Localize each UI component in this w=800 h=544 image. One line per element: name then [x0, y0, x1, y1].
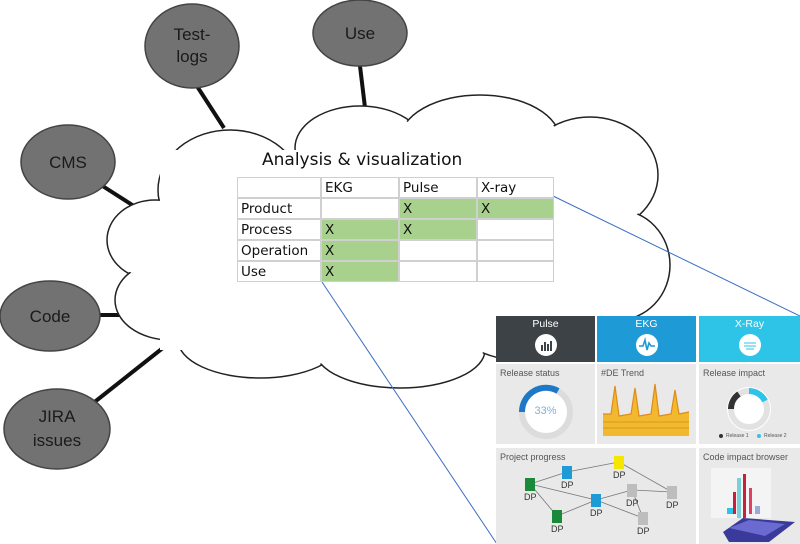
table-row-label: Product — [237, 198, 321, 219]
dp-label: DP — [666, 500, 679, 510]
panel-project-progress: Project progress DP DP DP DP DP DP DP DP — [496, 448, 696, 544]
table-cell: X — [321, 240, 399, 261]
node-test-logs: Test- logs — [144, 3, 240, 89]
release-impact-donut — [719, 387, 771, 438]
node-jira-line1: JIRA — [39, 407, 77, 426]
node-jira: JIRA issues — [3, 388, 111, 470]
node-cms: CMS — [20, 124, 116, 200]
tile-pulse: Pulse — [496, 316, 595, 362]
panel-release-status: Release status 33% — [496, 364, 595, 444]
table-row-label: Process — [237, 219, 321, 240]
table-header-xray: X-ray — [477, 177, 554, 198]
heartbeat-icon — [635, 334, 658, 356]
dp-label: DP — [637, 526, 650, 536]
table-header-ekg: EKG — [321, 177, 399, 198]
table-row-label: Operation — [237, 240, 321, 261]
panel-release-impact-title: Release impact — [703, 368, 766, 378]
dp-label: DP — [590, 508, 603, 518]
release-status-gauge — [518, 384, 573, 439]
table-cell: X — [321, 261, 399, 282]
panel-code-impact-title: Code impact browser — [703, 452, 789, 462]
xray-icon — [738, 334, 761, 356]
de-trend-sparkline — [603, 383, 690, 436]
table-cell — [477, 219, 554, 240]
dp-label: DP — [613, 470, 626, 480]
tile-ekg: EKG — [597, 316, 696, 362]
bars-icon — [534, 334, 557, 356]
zoom-lines — [321, 195, 800, 544]
dashboard-preview: Pulse EKG X-Ray Release status — [496, 316, 800, 544]
dp-label: DP — [561, 480, 574, 490]
table-header-pulse: Pulse — [399, 177, 477, 198]
table-cell — [399, 240, 477, 261]
tile-xray: X-Ray — [699, 316, 800, 362]
table-row-label: Use — [237, 261, 321, 282]
dp-label: DP — [626, 498, 639, 508]
table-cell: X — [477, 198, 554, 219]
node-jira-line2: issues — [33, 431, 81, 450]
table-cell — [321, 198, 399, 219]
node-test-logs-line2: logs — [176, 47, 207, 66]
tile-ekg-label: EKG — [635, 318, 658, 330]
node-use: Use — [312, 0, 408, 67]
table-cell: X — [399, 198, 477, 219]
node-test-logs-line1: Test- — [174, 25, 211, 44]
tile-xray-label: X-Ray — [734, 318, 765, 330]
panel-code-impact: Code impact browser — [699, 448, 800, 544]
table-cell — [477, 240, 554, 261]
connector-cms — [99, 183, 139, 210]
node-use-label: Use — [345, 24, 375, 43]
dp-label: DP — [524, 492, 537, 502]
table-cell — [399, 261, 477, 282]
table-header-corner — [237, 177, 321, 198]
analysis-title: Analysis & visualization — [262, 150, 463, 170]
legend-release-2: Release 2 — [764, 433, 787, 439]
dp-label: DP — [551, 524, 564, 534]
code-impact-3d-map — [711, 468, 795, 542]
project-progress-graph — [525, 456, 677, 525]
node-code: Code — [0, 280, 101, 352]
table-cell — [477, 261, 554, 282]
release-status-value: 33% — [534, 405, 557, 417]
node-cms-label: CMS — [49, 153, 87, 172]
panel-de-trend: #DE Trend — [597, 364, 696, 444]
panel-release-impact: Release impact Release 1 Release 2 — [699, 364, 800, 444]
panel-de-trend-title: #DE Trend — [601, 368, 645, 378]
tile-pulse-label: Pulse — [532, 318, 559, 330]
panel-project-progress-title: Project progress — [500, 452, 566, 462]
legend-release-1: Release 1 — [726, 433, 749, 439]
table-cell: X — [321, 219, 399, 240]
table-cell: X — [399, 219, 477, 240]
node-code-label: Code — [30, 307, 71, 326]
panel-release-status-title: Release status — [500, 368, 560, 378]
